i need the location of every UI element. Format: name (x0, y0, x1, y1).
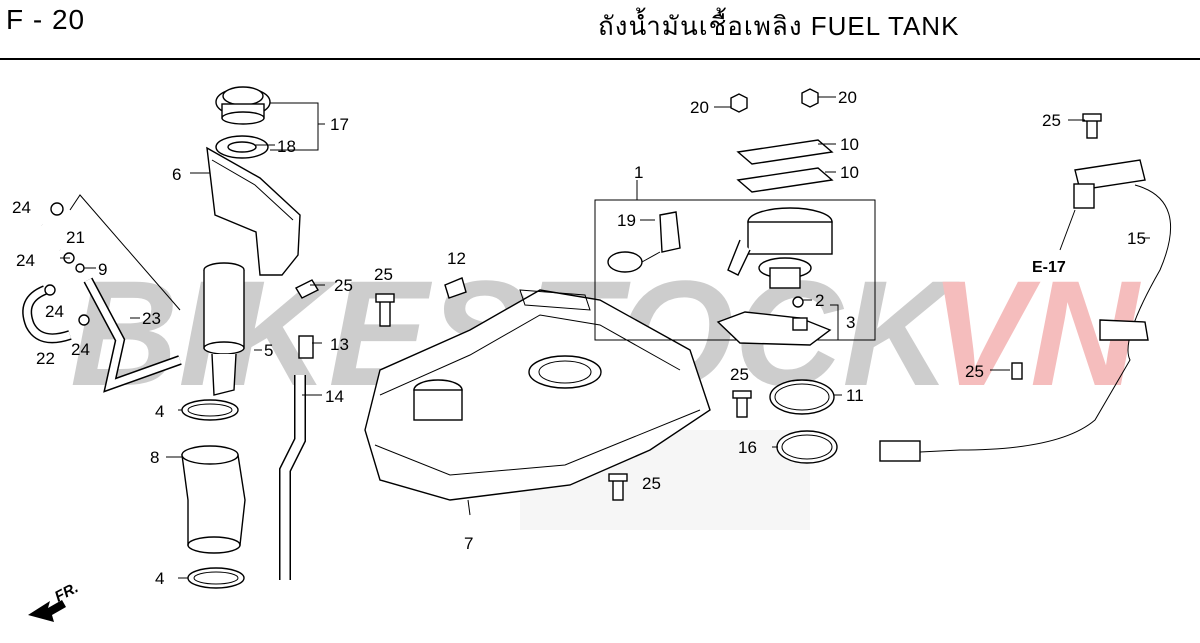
bolt-tank-bottom (608, 473, 628, 501)
plates-10 (736, 139, 834, 193)
filler-neck (203, 262, 245, 396)
callout-25-d: 25 (642, 474, 661, 493)
callout-24-a: 24 (12, 198, 31, 217)
oring-11 (769, 379, 835, 415)
drain-grommet (298, 335, 314, 359)
callout-labels: 1 2 3 4 4 5 6 7 8 9 10 10 11 12 13 14 15… (12, 88, 1146, 588)
filler-bracket (206, 146, 301, 276)
callout-25-a: 25 (334, 276, 353, 295)
pump-group-frame (594, 199, 876, 341)
callout-4-lower: 4 (155, 569, 164, 588)
clip (444, 277, 467, 299)
callout-24-b: 24 (16, 251, 35, 270)
callout-5: 5 (264, 341, 273, 360)
page-title: ถังน้ำมันเชื้อเพลิง FUEL TANK (598, 11, 960, 41)
callout-25-c: 25 (730, 365, 749, 384)
callout-9: 9 (98, 260, 107, 279)
oring-16 (776, 430, 838, 464)
callout-25-e: 25 (1042, 111, 1061, 130)
callout-21: 21 (66, 228, 85, 247)
fuel-tank (364, 289, 711, 501)
callout-17: 17 (330, 115, 349, 134)
front-direction-arrow-icon (28, 600, 66, 622)
callout-3: 3 (846, 313, 855, 332)
callout-1: 1 (634, 163, 643, 182)
callout-2: 2 (815, 291, 824, 310)
callout-19: 19 (617, 211, 636, 230)
callout-11: 11 (846, 386, 864, 405)
drain-hose (279, 375, 306, 580)
front-direction-label: FR. (52, 579, 81, 605)
breather-hoses (22, 202, 182, 393)
callout-22: 22 (36, 349, 55, 368)
callout-13: 13 (330, 335, 349, 354)
callout-25-f: 25 (965, 362, 984, 381)
bolt-center (375, 293, 395, 327)
callout-14: 14 (325, 387, 344, 406)
fuel-cap (215, 86, 271, 125)
callout-16: 16 (738, 438, 757, 457)
pump-plate (716, 311, 832, 346)
callout-4-upper: 4 (155, 402, 164, 421)
leader-lines (60, 96, 1150, 579)
header-rule (0, 58, 1200, 60)
bolt-tank-right (732, 390, 752, 418)
callout-8: 8 (150, 448, 159, 467)
callout-20-left: 20 (690, 98, 709, 117)
callout-20-right: 20 (838, 88, 857, 107)
callout-12: 12 (447, 249, 466, 268)
callout-24-c: 24 (45, 302, 64, 321)
fuel-level-sensor (607, 211, 681, 273)
cap-gasket (215, 135, 269, 159)
callout-25-b: 25 (374, 265, 393, 284)
page-code: F - 20 (6, 4, 86, 35)
reference-e17: E-17 (1032, 259, 1066, 276)
callout-6: 6 (172, 165, 181, 184)
pump-seal (792, 296, 804, 308)
fuel-pump (727, 207, 833, 289)
clamp-lower (187, 567, 245, 589)
clamp-upper (181, 399, 239, 421)
callout-24-d: 24 (71, 340, 90, 359)
callout-18: 18 (277, 137, 296, 156)
wire-harness (879, 113, 1172, 462)
callout-10-upper: 10 (840, 135, 859, 154)
callout-23: 23 (142, 309, 161, 328)
callout-10-lower: 10 (840, 163, 859, 182)
callout-15: 15 (1127, 229, 1146, 248)
nuts-20 (730, 88, 819, 113)
callout-7: 7 (464, 534, 473, 553)
filler-tube (181, 445, 246, 554)
